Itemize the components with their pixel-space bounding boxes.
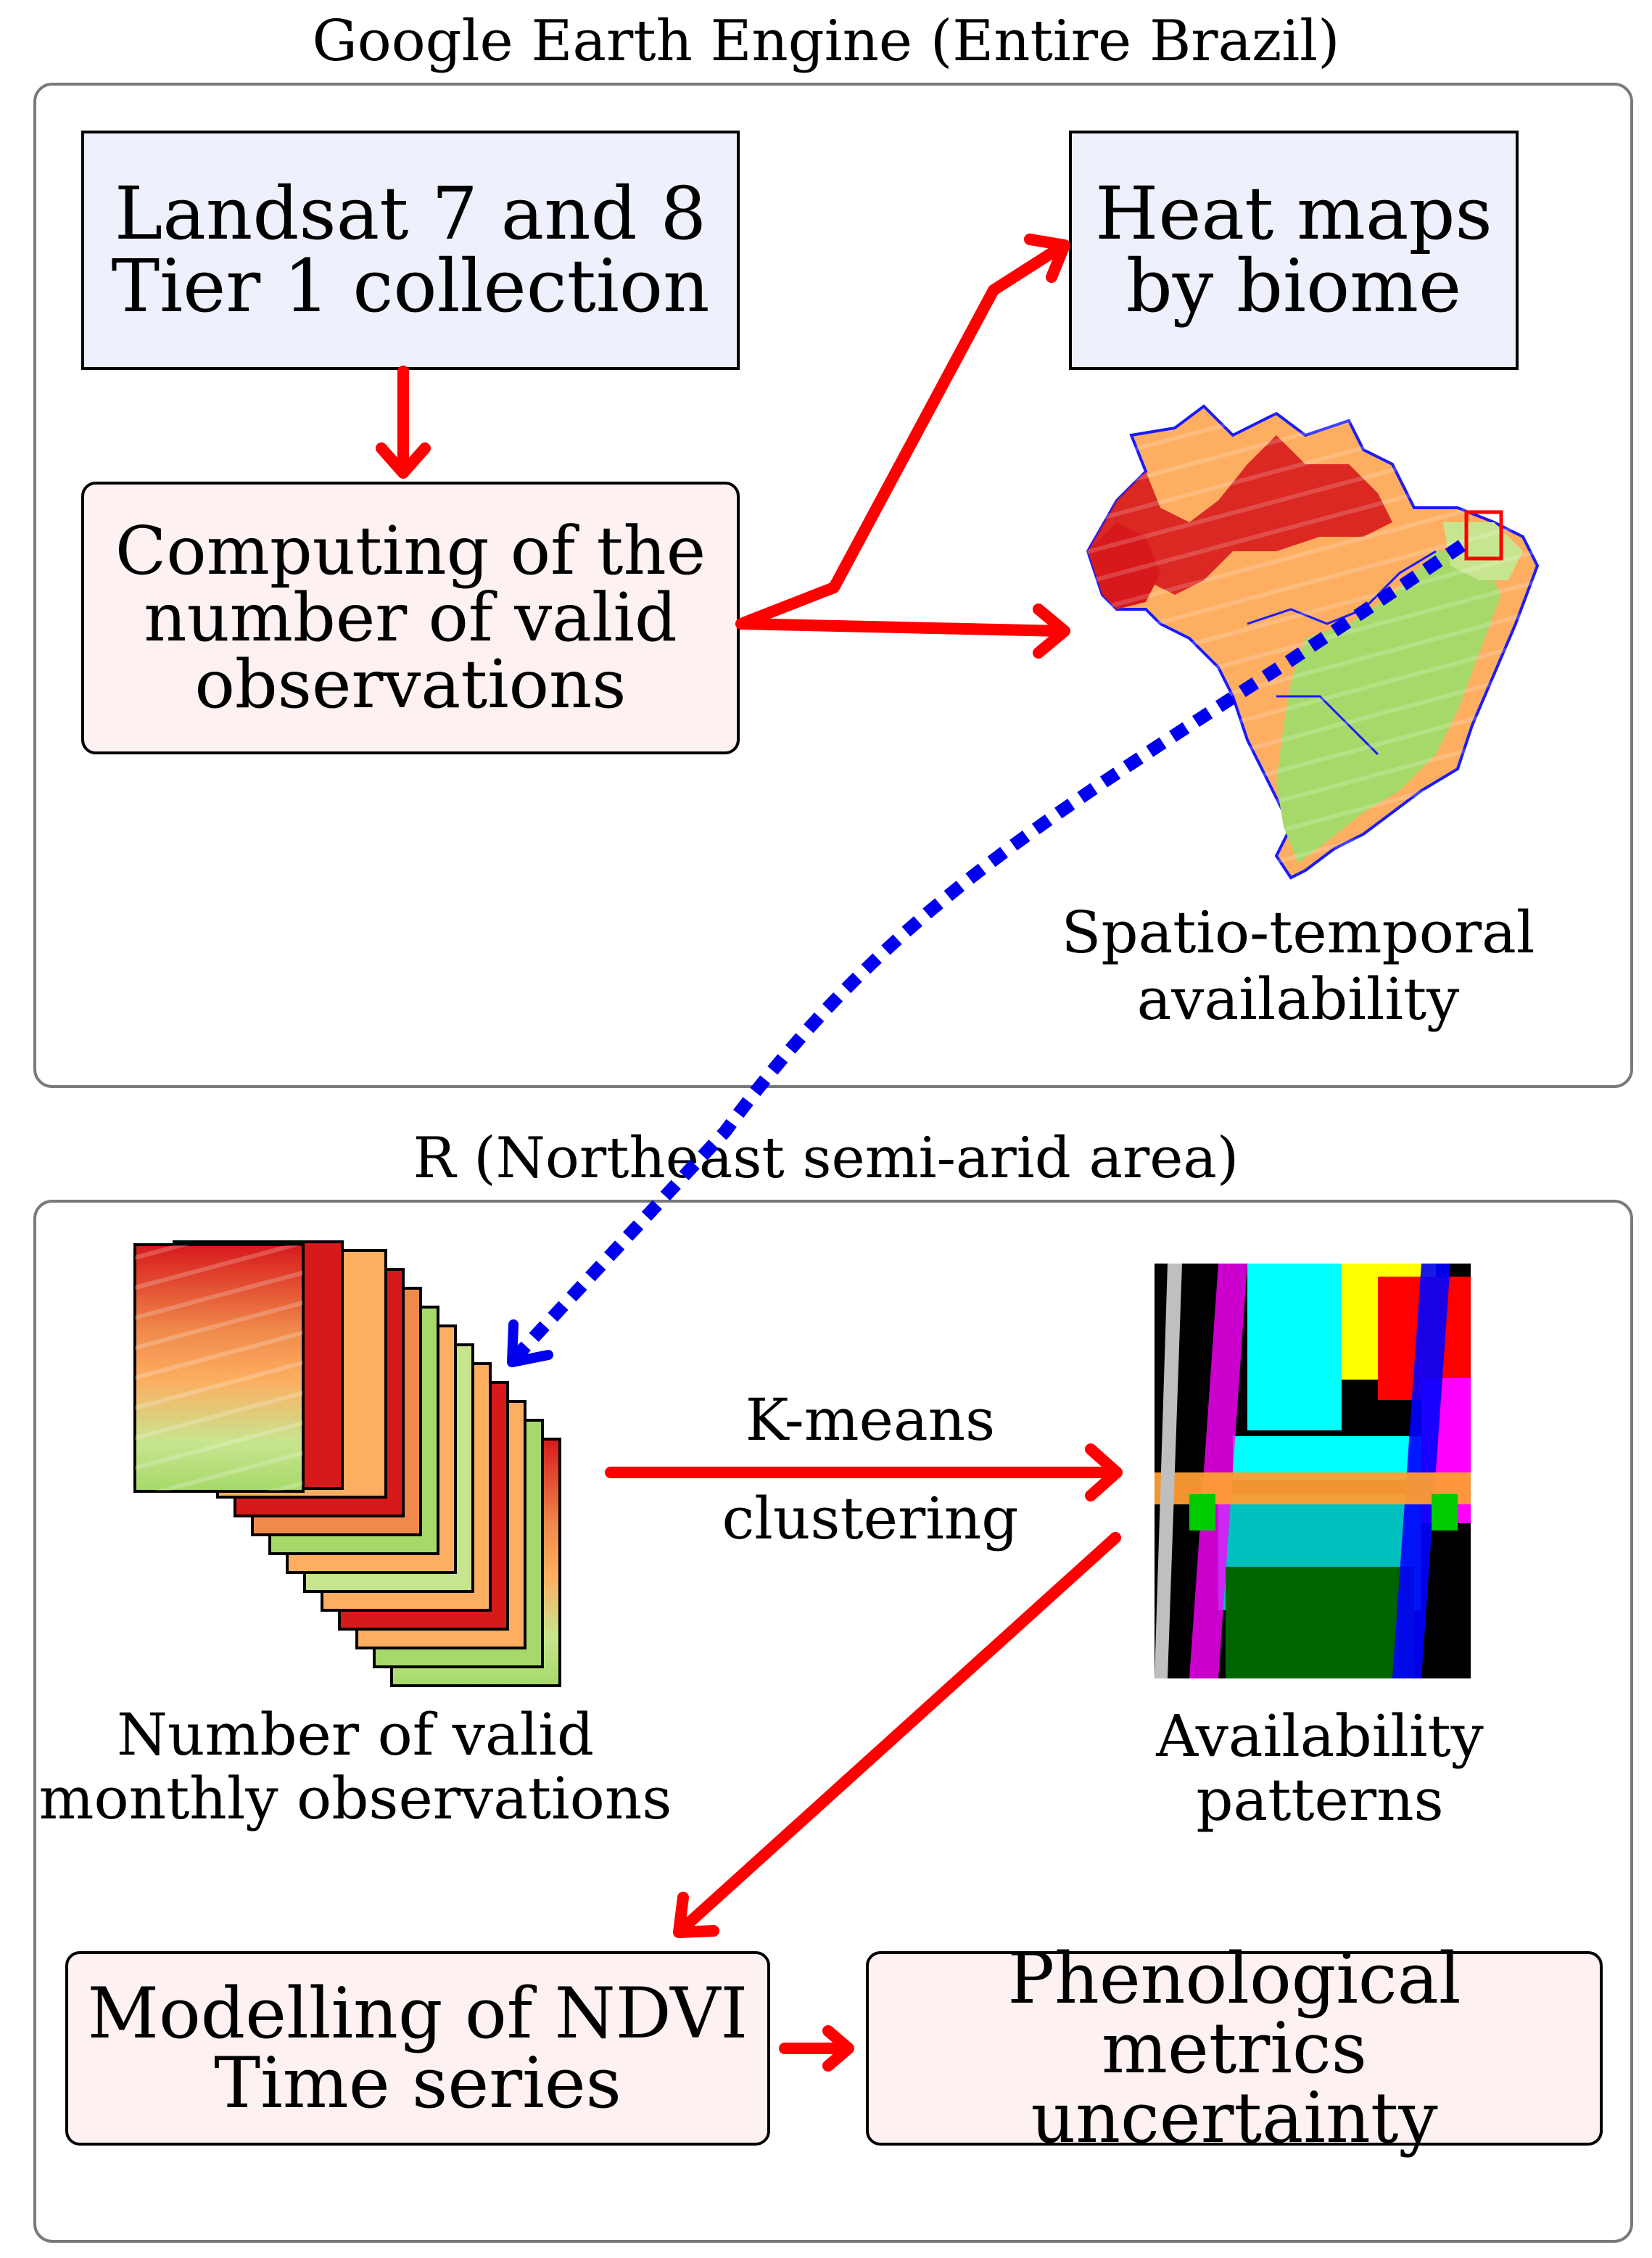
- landsat-collection-box: Landsat 7 and 8 Tier 1 collection: [81, 131, 740, 370]
- kmeans-label-2: clustering: [722, 1485, 1019, 1552]
- arrow-patterns-to-modelling-head: [673, 1892, 719, 1938]
- bottom-panel-title: R (Northeast semi-arid area): [413, 1126, 1239, 1191]
- arrow-computing-to-map: [735, 618, 1067, 637]
- computing-observations-box: Computing of the number of valid observa…: [81, 482, 740, 754]
- heat-maps-box: Heat maps by biome: [1069, 131, 1519, 370]
- patterns-caption: Availability patterns: [1156, 1702, 1484, 1834]
- computing-observations-label: Computing of the number of valid observa…: [115, 512, 706, 723]
- modelling-ndvi-label: Modelling of NDVI Time series: [87, 1973, 748, 2124]
- flow-arrows: [376, 234, 1123, 2072]
- arrow-computing-to-map-head: [1033, 603, 1070, 659]
- arrow-patterns-to-modelling: [676, 1532, 1121, 1935]
- arrow-landsat-to-computing-head: [376, 442, 431, 479]
- r-panel: [33, 1200, 1633, 2243]
- study-area-link-arrow: [507, 540, 1466, 1367]
- kmeans-label-1: K-means: [745, 1386, 996, 1454]
- availability-patterns-image: [1155, 1264, 1471, 1678]
- arrow-computing-to-heatmaps-head: [1024, 234, 1070, 283]
- monthly-observation-stack: [133, 1240, 561, 1687]
- phenological-metrics-label: Phenological metrics uncertainty: [1007, 1938, 1461, 2159]
- top-panel-title: Google Earth Engine (Entire Brazil): [312, 9, 1340, 74]
- arrow-stack-to-patterns-head: [1085, 1443, 1123, 1501]
- gee-panel: [33, 83, 1633, 1088]
- phenological-metrics-box: Phenological metrics uncertainty: [866, 1944, 1603, 2153]
- modelling-ndvi-box: Modelling of NDVI Time series: [65, 1951, 770, 2146]
- heat-maps-label: Heat maps by biome: [1095, 171, 1492, 329]
- arrow-computing-to-heatmaps: [735, 241, 1067, 630]
- study-area-marker: [1464, 510, 1503, 561]
- landsat-collection-label: Landsat 7 and 8 Tier 1 collection: [111, 171, 710, 329]
- map-caption: Spatio-temporal availability: [1061, 899, 1535, 1033]
- arrow-modelling-to-phenology-head: [822, 2025, 854, 2072]
- stack-caption: Number of valid monthly observations: [38, 1701, 672, 1832]
